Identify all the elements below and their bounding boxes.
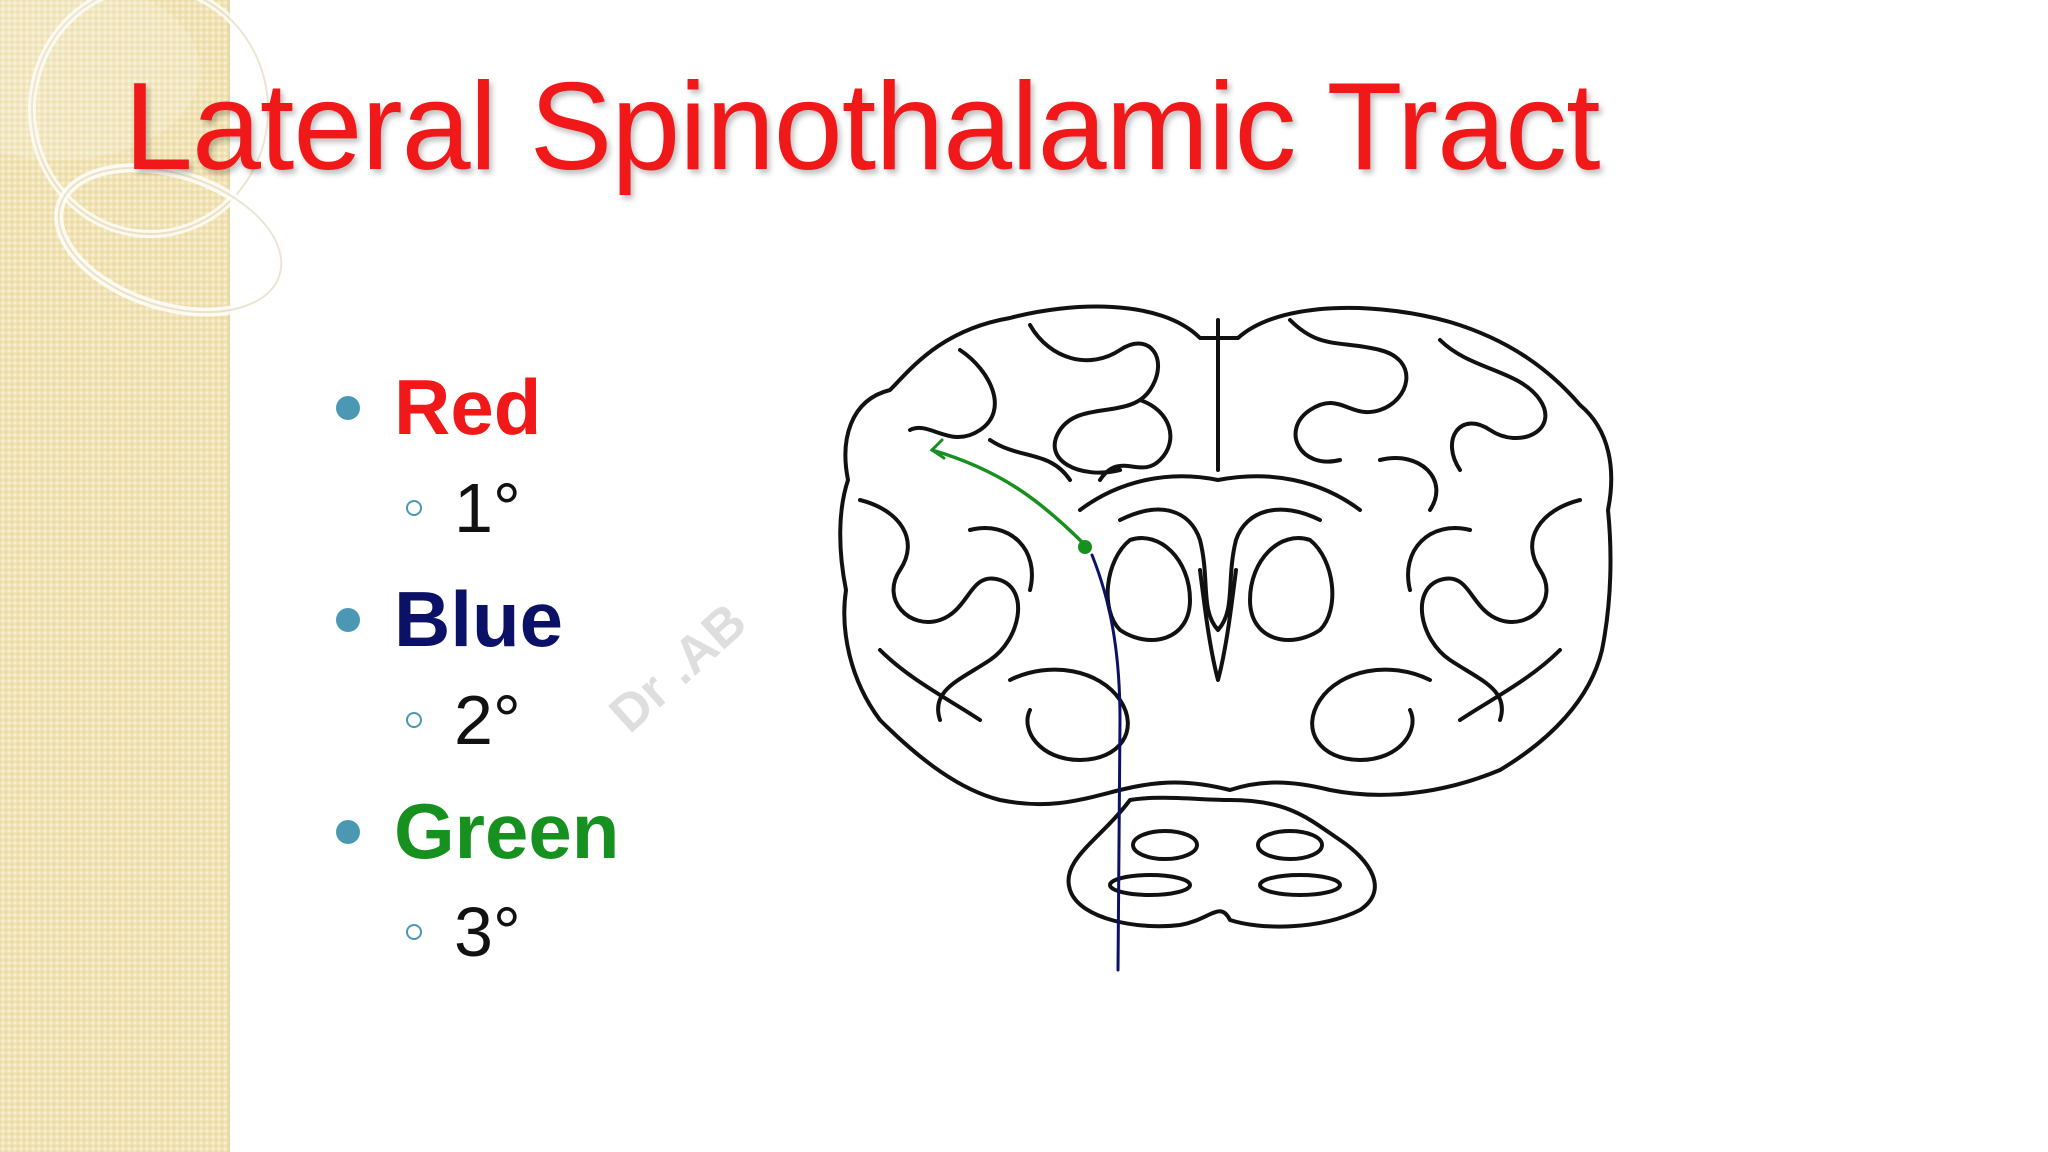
brain-outline xyxy=(838,304,1614,807)
sub-label-3: 3° xyxy=(454,893,521,971)
bullet-dot-icon xyxy=(336,608,360,632)
sub-bullet-ring-icon xyxy=(406,500,422,516)
watermark: Dr .AB xyxy=(598,592,758,744)
sub-label-2: 2° xyxy=(454,681,521,759)
green-arrow-tick xyxy=(929,438,946,460)
gyri-right-lower xyxy=(1406,498,1582,722)
spinothalamic-pathway xyxy=(929,438,1122,972)
sub-bullet-ring-icon xyxy=(406,924,422,940)
gyri-left-upper xyxy=(908,323,1173,482)
bullet-label-blue: Blue xyxy=(394,575,564,663)
slide-title: Lateral Spinothalamic Tract xyxy=(124,58,1601,196)
temporal-lobe-right xyxy=(1310,667,1432,762)
bullet-dot-icon xyxy=(336,396,360,420)
decorative-rings xyxy=(0,0,286,317)
gyri-right-upper xyxy=(1288,318,1548,512)
bullet-label-red: Red xyxy=(394,363,542,451)
green-pathway-line xyxy=(930,448,1087,547)
sub-bullet-ring-icon xyxy=(406,712,422,728)
sub-label-1: 1° xyxy=(454,469,521,547)
green-synapse-dot xyxy=(1078,540,1092,554)
thalamus-left xyxy=(1105,536,1192,642)
pons xyxy=(1066,795,1377,929)
temporal-lobe-left xyxy=(1008,667,1130,762)
third-ventricle xyxy=(1198,568,1238,682)
decorative-side-panel xyxy=(0,0,230,1152)
thalamus-right xyxy=(1248,536,1335,642)
gyri-left-lower xyxy=(858,498,1034,722)
bullet-dot-icon xyxy=(336,820,360,844)
bullet-label-green: Green xyxy=(394,787,620,875)
lateral-ventricle-and-corpus-callosum xyxy=(1078,474,1362,632)
blue-pathway-line xyxy=(1090,553,1122,972)
brain-coronal-section-figure xyxy=(838,304,1614,972)
